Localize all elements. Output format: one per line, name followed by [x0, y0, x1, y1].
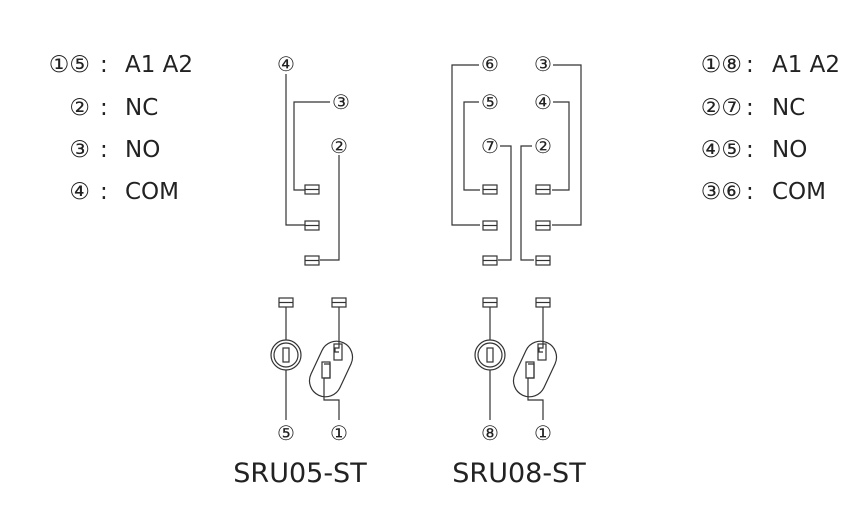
legend-pins: ①⑧ — [700, 52, 742, 78]
legend-sru08: ①⑧ : A1 A2 ②⑦ : NC ④⑤ : NO ③⑥ : COM — [640, 0, 854, 220]
pin-label: ② — [534, 134, 552, 158]
legend-pins: ③ — [69, 137, 90, 163]
pin-label: ⑤ — [277, 421, 295, 445]
legend-pins: ④ — [69, 179, 90, 205]
legend-separator: : — [100, 52, 108, 78]
wire-pin2 — [320, 155, 340, 261]
legend-function: COM — [125, 179, 180, 205]
contact-outline — [308, 340, 354, 398]
pin-label: ② — [330, 134, 348, 158]
legend-pins: ③⑥ — [700, 179, 742, 205]
legend-function: NO — [125, 137, 161, 163]
pin-label: ③ — [332, 90, 350, 114]
wire-pin4 — [285, 74, 305, 226]
coil — [270, 339, 302, 371]
contact-outline — [512, 340, 558, 398]
legend-separator: : — [746, 52, 754, 78]
legend-pins: ② — [69, 95, 90, 121]
legend-separator: : — [100, 179, 108, 205]
sru05-socket — [285, 74, 340, 266]
legend-pins: ②⑦ — [700, 95, 742, 121]
wire-pin3 — [293, 101, 330, 191]
sru08-relay — [474, 297, 558, 420]
pin-label: ① — [330, 421, 348, 445]
pin-label: ① — [534, 421, 552, 445]
wire-pin3 — [552, 64, 582, 226]
legend-sru05: ①⑤ : A1 A2 ② : NC ③ : NO ④ : COM — [0, 0, 240, 220]
pin-label: ④ — [534, 90, 552, 114]
sru08-socket — [451, 64, 582, 266]
legend-pins: ④⑤ — [700, 137, 742, 163]
wire-pin7 — [498, 145, 512, 261]
legend-function: A1 A2 — [125, 52, 194, 78]
wire-pin6 — [451, 64, 480, 226]
legend-separator: : — [100, 95, 108, 121]
pin-label: ③ — [534, 52, 552, 76]
sru05-relay — [270, 297, 354, 420]
legend-function: NC — [125, 95, 159, 121]
legend-function: NO — [772, 137, 808, 163]
legend-separator: : — [100, 137, 108, 163]
coil — [474, 339, 506, 371]
model-name-sru08: SRU08-ST — [452, 458, 586, 489]
legend-function: A1 A2 — [772, 52, 841, 78]
legend-function: NC — [772, 95, 806, 121]
legend-pins: ①⑤ — [48, 52, 90, 78]
pin-label: ⑦ — [481, 134, 499, 158]
pin-label: ④ — [277, 52, 295, 76]
legend-separator: : — [746, 95, 754, 121]
legend-function: COM — [772, 179, 827, 205]
legend-separator: : — [746, 137, 754, 163]
model-name-sru05: SRU05-ST — [233, 458, 367, 489]
pin-label: ⑧ — [481, 421, 499, 445]
pin-label: ⑤ — [481, 90, 499, 114]
wire-pin4 — [552, 101, 570, 191]
legend-separator: : — [746, 179, 754, 205]
pin-label: ⑥ — [481, 52, 499, 76]
wire-pin2 — [520, 145, 534, 261]
wire-pin5 — [463, 101, 480, 191]
